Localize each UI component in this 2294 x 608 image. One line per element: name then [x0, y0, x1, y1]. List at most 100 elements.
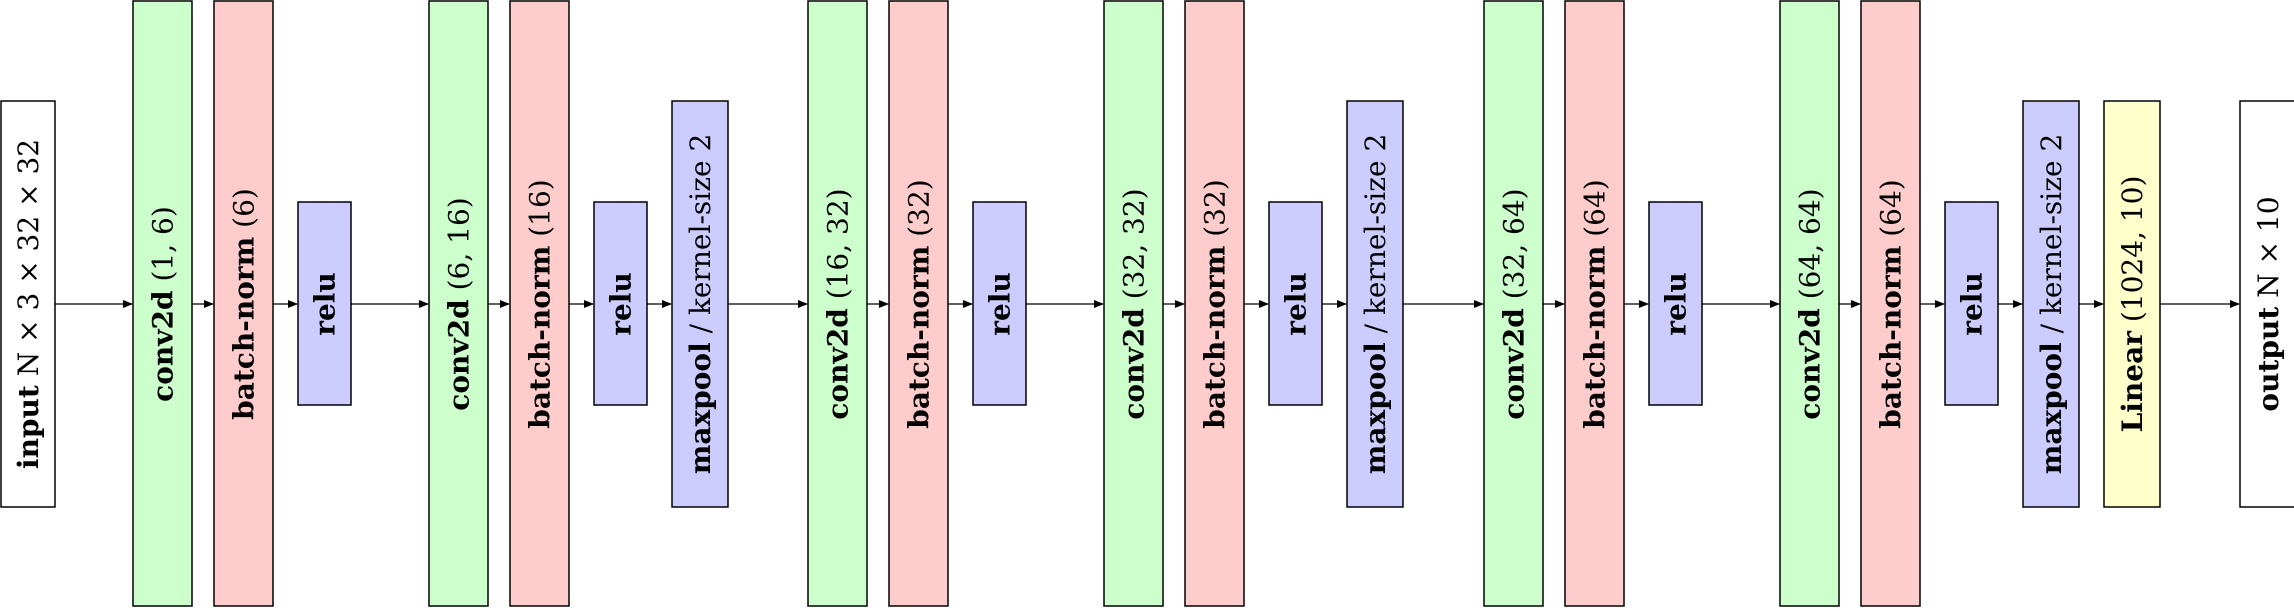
- conv6-box: [1779, 0, 1840, 607]
- conv4-label-name: conv2d: [1117, 308, 1150, 419]
- conv2-label: conv2d (6, 16): [442, 197, 475, 410]
- conv6-block: conv2d (64, 64): [1779, 0, 1840, 607]
- conv1-label-params: (1, 6): [146, 206, 179, 290]
- bn6-box: [1860, 0, 1921, 607]
- input-label: input N × 3 × 32 × 32: [12, 139, 45, 469]
- relu6-box: [1944, 201, 1999, 406]
- bn2-label: batch-norm (16): [523, 179, 556, 428]
- conv3-label-params: (16, 32): [821, 188, 854, 308]
- output-box: [2239, 100, 2294, 508]
- bn5-label-params: (64): [1578, 179, 1611, 245]
- pool1-label: maxpool / kernel-size 2: [684, 134, 717, 475]
- pool3-label: maxpool / kernel-size 2: [2035, 134, 2068, 475]
- conv4-block: conv2d (32, 32): [1103, 0, 1164, 607]
- conv5-box: [1483, 0, 1544, 607]
- bn4-label: batch-norm (32): [1198, 179, 1231, 428]
- pool2-block: maxpool / kernel-size 2: [1346, 100, 1404, 508]
- output-block: output N × 10: [2239, 100, 2294, 508]
- input-label-params: N × 3 × 32 × 32: [12, 139, 45, 385]
- bn1-box: [213, 0, 274, 607]
- conv5-block: conv2d (32, 64): [1483, 0, 1544, 607]
- relu3-label: relu: [983, 272, 1016, 336]
- relu5-box: [1648, 201, 1703, 406]
- bn2-label-name: batch-norm: [523, 246, 556, 429]
- bn2-block: batch-norm (16): [509, 0, 570, 607]
- relu5-block: relu: [1648, 201, 1703, 406]
- bn5-block: batch-norm (64): [1564, 0, 1625, 607]
- pool1-block: maxpool / kernel-size 2: [671, 100, 729, 508]
- bn5-label: batch-norm (64): [1578, 179, 1611, 428]
- pool3-label-name: maxpool: [2035, 342, 2068, 474]
- conv1-label-name: conv2d: [146, 290, 179, 401]
- relu5-label: relu: [1659, 272, 1692, 336]
- relu3-block: relu: [972, 201, 1027, 406]
- conv5-label-params: (32, 64): [1497, 188, 1530, 308]
- pool3-box: [2022, 100, 2080, 508]
- relu4-label: relu: [1279, 272, 1312, 336]
- bn3-box: [888, 0, 949, 607]
- bn3-label: batch-norm (32): [902, 179, 935, 428]
- bn1-label: batch-norm (6): [227, 188, 260, 420]
- conv2-box: [428, 0, 489, 607]
- bn5-label-name: batch-norm: [1578, 246, 1611, 429]
- bn3-block: batch-norm (32): [888, 0, 949, 607]
- output-label-params: N × 10: [2252, 196, 2285, 306]
- conv1-box: [132, 0, 193, 607]
- pool2-label-name: maxpool: [1359, 342, 1392, 474]
- bn6-label-params: (64): [1874, 179, 1907, 245]
- relu6-label-name: relu: [1955, 272, 1988, 336]
- bn5-box: [1564, 0, 1625, 607]
- bn3-label-params: (32): [902, 179, 935, 245]
- relu2-box: [593, 201, 648, 406]
- conv2-label-params: (6, 16): [442, 197, 475, 299]
- relu5-label-name: relu: [1659, 272, 1692, 336]
- conv4-label: conv2d (32, 32): [1117, 188, 1150, 419]
- linear-label-params: (1024, 10): [2116, 176, 2149, 331]
- bn2-box: [509, 0, 570, 607]
- conv3-box: [807, 0, 868, 607]
- conv4-box: [1103, 0, 1164, 607]
- bn2-label-params: (16): [523, 179, 556, 245]
- bn4-label-name: batch-norm: [1198, 246, 1231, 429]
- conv4-label-params: (32, 32): [1117, 188, 1150, 308]
- bn4-box: [1184, 0, 1245, 607]
- relu3-box: [972, 201, 1027, 406]
- conv6-label-params: (64, 64): [1793, 188, 1826, 308]
- bn1-block: batch-norm (6): [213, 0, 274, 607]
- bn3-label-name: batch-norm: [902, 246, 935, 429]
- conv1-label: conv2d (1, 6): [146, 206, 179, 402]
- relu6-label: relu: [1955, 272, 1988, 336]
- conv5-label-name: conv2d: [1497, 308, 1530, 419]
- pool1-label-params: / kernel-size 2: [684, 134, 717, 343]
- relu3-label-name: relu: [983, 272, 1016, 336]
- bn6-label-name: batch-norm: [1874, 246, 1907, 429]
- relu1-box: [297, 201, 352, 406]
- relu1-label: relu: [308, 272, 341, 336]
- conv6-label: conv2d (64, 64): [1793, 188, 1826, 419]
- relu6-block: relu: [1944, 201, 1999, 406]
- bn6-block: batch-norm (64): [1860, 0, 1921, 607]
- pool1-box: [671, 100, 729, 508]
- relu4-label-name: relu: [1279, 272, 1312, 336]
- linear-label-name: Linear: [2116, 330, 2149, 433]
- relu4-block: relu: [1268, 201, 1323, 406]
- bn4-block: batch-norm (32): [1184, 0, 1245, 607]
- output-label: output N × 10: [2252, 196, 2285, 411]
- input-block: input N × 3 × 32 × 32: [0, 100, 56, 508]
- pool3-label-params: / kernel-size 2: [2035, 134, 2068, 343]
- relu4-box: [1268, 201, 1323, 406]
- relu2-label-name: relu: [604, 272, 637, 336]
- relu2-block: relu: [593, 201, 648, 406]
- conv5-label: conv2d (32, 64): [1497, 188, 1530, 419]
- bn6-label: batch-norm (64): [1874, 179, 1907, 428]
- output-label-name: output: [2252, 307, 2285, 412]
- conv1-block: conv2d (1, 6): [132, 0, 193, 607]
- conv6-label-name: conv2d: [1793, 308, 1826, 419]
- relu1-label-name: relu: [308, 272, 341, 336]
- linear-label: Linear (1024, 10): [2116, 176, 2149, 433]
- bn1-label-params: (6): [227, 188, 260, 237]
- pool2-label-params: / kernel-size 2: [1359, 134, 1392, 343]
- conv3-label: conv2d (16, 32): [821, 188, 854, 419]
